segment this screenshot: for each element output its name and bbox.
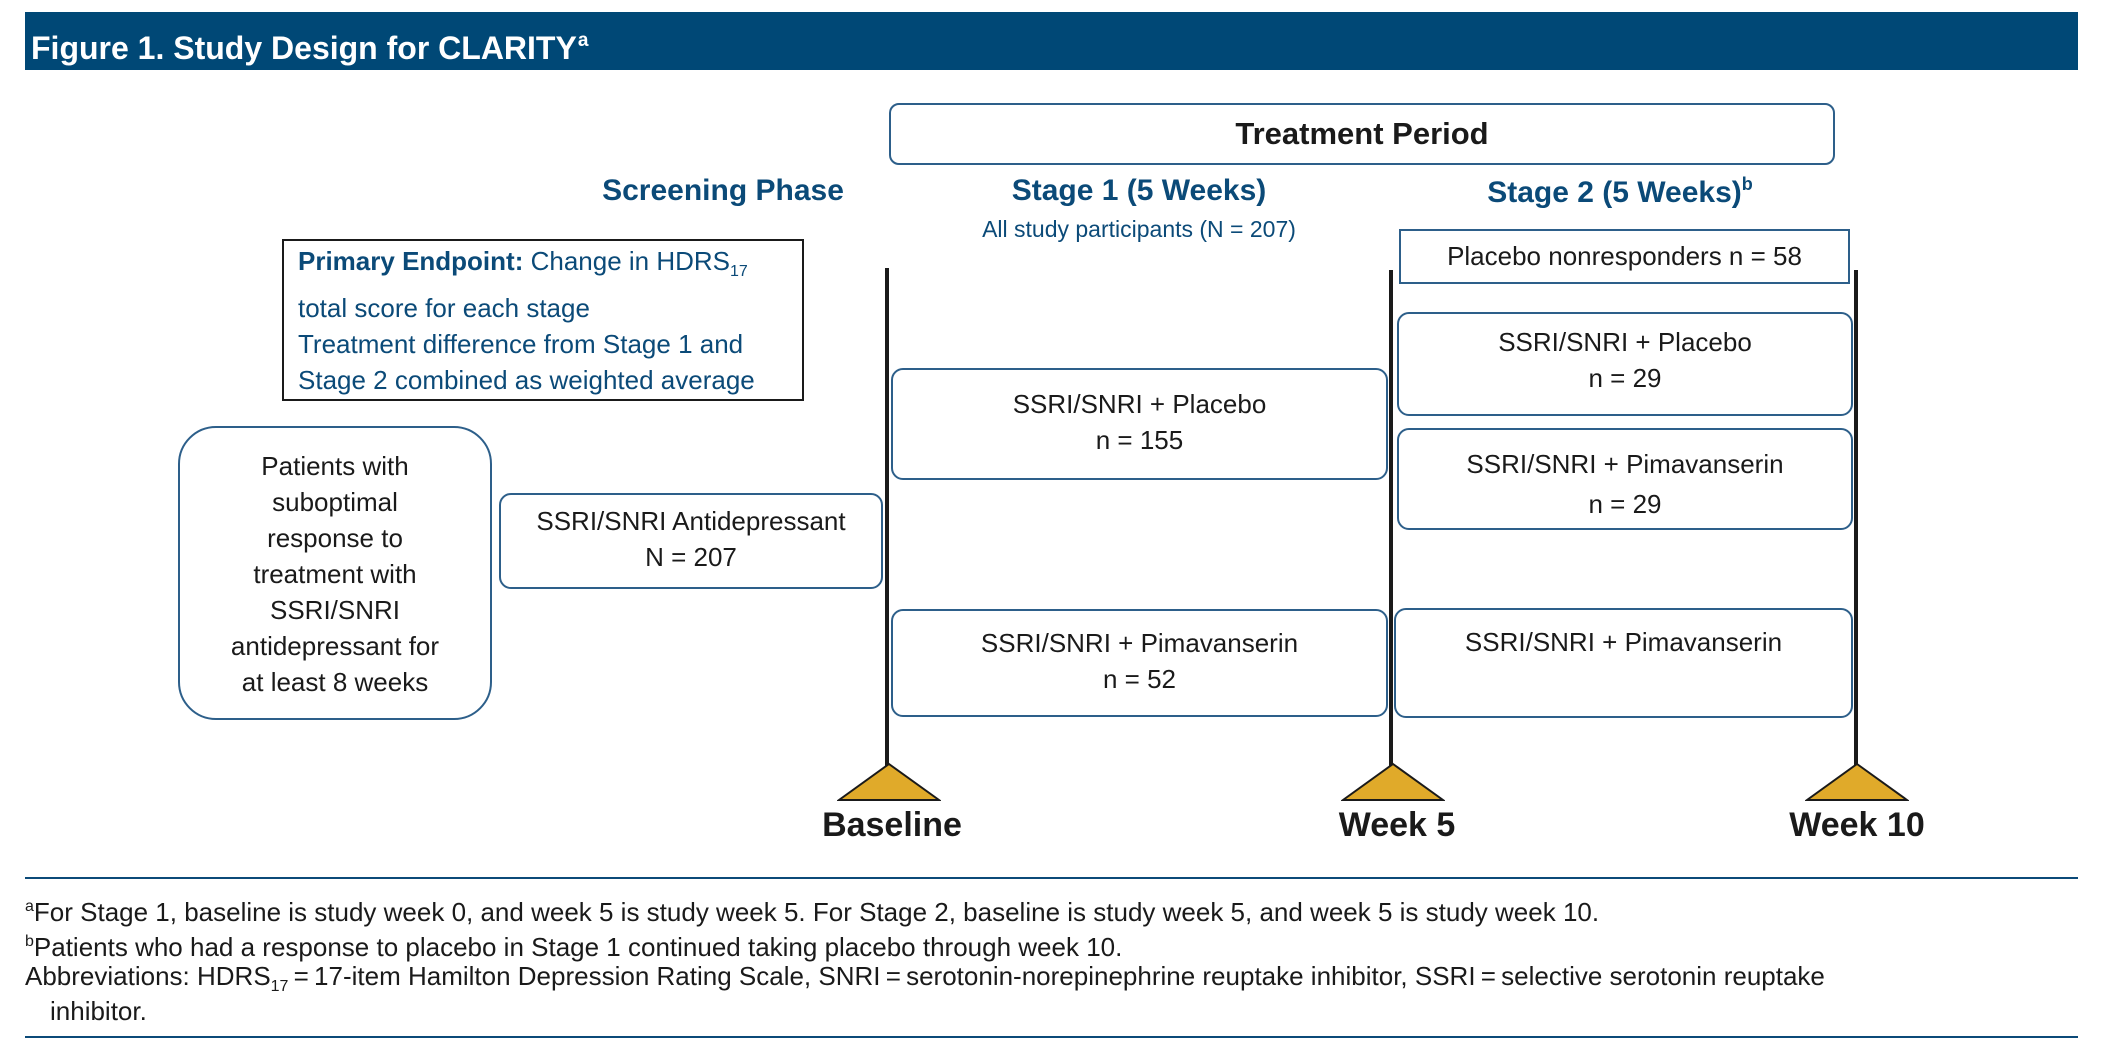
treatment-period-label: Treatment Period: [1235, 116, 1489, 151]
endpoint-line-4: Stage 2 combined as weighted average: [298, 365, 755, 396]
week10-marker-icon: [1805, 762, 1909, 801]
patients-line: SSRI/SNRI: [269, 595, 401, 625]
patients-line: response to: [267, 523, 403, 553]
footnote-a-text: For Stage 1, baseline is study week 0, a…: [33, 897, 1600, 927]
screening-antidepressant-box: SSRI/SNRI Antidepressant N = 207: [499, 493, 883, 589]
week10-line: [1854, 270, 1858, 766]
stage1-placebo-box: SSRI/SNRI + Placebo n = 155: [891, 368, 1388, 480]
stage1-pimavanserin-box: SSRI/SNRI + Pimavanserin n = 52: [891, 609, 1388, 717]
footnote-b: bPatients who had a response to placebo …: [25, 924, 1122, 965]
figure-title-sup: a: [577, 30, 589, 51]
stage1-heading: Stage 1 (5 Weeks): [1011, 174, 1267, 207]
patients-line: suboptimal: [272, 487, 398, 517]
stage1-pima-line-1: SSRI/SNRI + Pimavanserin: [980, 628, 1299, 658]
stage2-placebo-box: SSRI/SNRI + Placebo n = 29: [1397, 312, 1853, 416]
screening-box-line-1: SSRI/SNRI Antidepressant: [536, 506, 846, 536]
treatment-period-box: Treatment Period: [889, 103, 1835, 165]
week10-label: Week 10: [1789, 806, 1925, 844]
stage1-placebo-line-1: SSRI/SNRI + Placebo: [1012, 389, 1267, 419]
stage1-placebo-line-2: n = 155: [1095, 425, 1184, 455]
endpoint-line-1: Primary Endpoint: Change in HDRS17: [298, 243, 788, 290]
screening-box-line-2: N = 207: [645, 542, 737, 572]
footnote-b-marker: b: [25, 933, 34, 950]
baseline-label: Baseline: [822, 806, 962, 844]
placebo-nonresponders-box: Placebo nonresponders n = 58: [1399, 229, 1850, 284]
footnote-bottom-rule: [25, 1036, 2078, 1038]
week5-marker-icon: [1341, 762, 1445, 801]
baseline-marker-icon: [837, 762, 941, 801]
figure-title-text: Figure 1. Study Design for CLARITY: [31, 30, 577, 66]
week5-label: Week 5: [1338, 806, 1456, 844]
baseline-line: [885, 268, 889, 766]
endpoint-line-1-text: Change in HDRS: [523, 246, 731, 276]
endpoint-line-1-sub: 17: [730, 263, 748, 281]
stage2-placebo-line-2: n = 29: [1588, 363, 1662, 393]
stage2-heading-sup: b: [1741, 174, 1753, 194]
footnote-top-rule: [25, 877, 2078, 879]
patients-line: Patients with: [261, 451, 409, 481]
week5-line: [1389, 270, 1393, 766]
footnote-a-marker: a: [25, 898, 34, 915]
endpoint-line-2: total score for each stage: [298, 293, 590, 324]
abbreviations-start: Abbreviations: HDRS: [25, 961, 271, 991]
abbreviations-sub: 17: [270, 978, 289, 996]
patients-line: treatment with: [253, 559, 417, 589]
endpoint-line-3: Treatment difference from Stage 1 and: [298, 329, 744, 360]
patients-line: at least 8 weeks: [241, 667, 429, 697]
stage2-heading: Stage 2 (5 Weeks)b: [1390, 174, 1850, 210]
stage2-pimavanserin-box: SSRI/SNRI + Pimavanserin n = 29: [1397, 428, 1853, 530]
stage1-subheading: All study participants (N = 207): [982, 216, 1296, 242]
primary-endpoint-box: Primary Endpoint: Change in HDRS17 total…: [282, 239, 804, 401]
abbreviations-rest: = 17-item Hamilton Depression Rating Sca…: [288, 961, 1825, 991]
stage2-pimavanserin-continued-box: SSRI/SNRI + Pimavanserin: [1394, 608, 1853, 718]
stage2-placebo-line-1: SSRI/SNRI + Placebo: [1498, 327, 1752, 357]
patients-eligibility-box: Patients with suboptimal response to tre…: [178, 426, 492, 720]
stage2-pima-cont-line-1: SSRI/SNRI + Pimavanserin: [1464, 627, 1783, 657]
footnote-abbreviations: Abbreviations: HDRS17 = 17-item Hamilton…: [25, 959, 1825, 1004]
stage2-pima-line-2: n = 29: [1588, 489, 1662, 519]
figure-title: Figure 1. Study Design for CLARITYa: [25, 12, 2078, 70]
footnote-abbreviations-continued: inhibitor.: [50, 996, 147, 1026]
endpoint-label: Primary Endpoint:: [298, 246, 524, 276]
screening-phase-heading: Screening Phase: [602, 174, 844, 207]
footnote-a: aFor Stage 1, baseline is study week 0, …: [25, 889, 1599, 930]
footnote-b-text: Patients who had a response to placebo i…: [33, 932, 1123, 962]
stage1-pima-line-2: n = 52: [1102, 664, 1176, 694]
stage2-heading-text: Stage 2 (5 Weeks): [1487, 176, 1742, 209]
patients-line: antidepressant for: [230, 631, 440, 661]
stage2-pima-line-1: SSRI/SNRI + Pimavanserin: [1466, 449, 1784, 479]
